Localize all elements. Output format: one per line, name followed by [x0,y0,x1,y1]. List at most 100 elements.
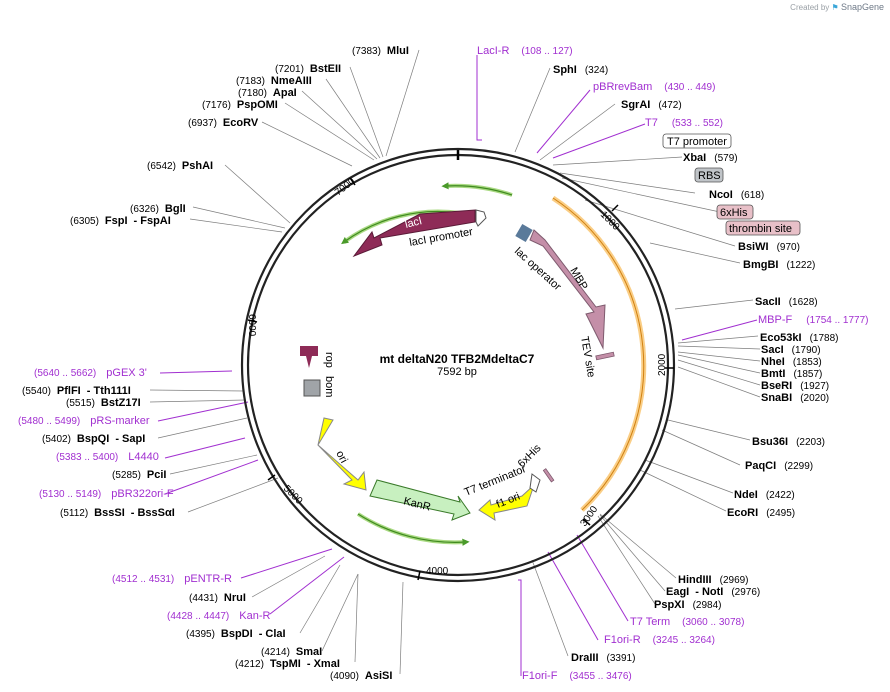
site-pos: (2984) [693,600,722,611]
site-name: BspDI [221,628,253,640]
site-name-2: - Tth111I [87,385,131,397]
site-name: ApaI [273,87,297,99]
primer-range: (5480 .. 5499) [18,416,80,427]
primer-pgex3: (5640 .. 5662)pGEX 3' [34,367,147,379]
thrombin-box [725,220,801,236]
site-bspdi: (4395)BspDI- ClaI [186,628,286,640]
primer-range: (4428 .. 4447) [167,611,229,622]
site-pos: (1628) [789,297,818,308]
primer-name: pBRrevBam [593,81,652,93]
site-pspomi: (7176)PspOMI [202,99,278,111]
site-name: BmtI [761,368,785,380]
primer-f1ori-f: F1ori-F(3455 .. 3476) [522,670,632,682]
site-name: PaqCI [745,460,776,472]
site-pos: (324) [585,65,608,76]
lacI-promoter-arrow [475,209,487,227]
primer-range: (108 .. 127) [521,46,572,57]
site-pos: (579) [714,153,737,164]
site-nhei: NheI (1853) [761,356,822,368]
snapgene-logo-icon: ⚑ [831,3,839,12]
site-pos: (2969) [720,575,749,586]
site-name: NruI [224,592,246,604]
branding-prefix: Created by [790,3,830,12]
site-ecorv: (6937)EcoRV [188,117,259,129]
his-box [542,468,555,483]
primer-f1ori-r: F1ori-R(3245 .. 3264) [604,634,715,646]
site-ndei: NdeI(2422) [734,489,795,501]
site-name-2: - FspAI [134,215,171,227]
primer-name: MBP-F [758,314,793,326]
site-pos: (6542) [147,161,176,172]
primer-range: (430 .. 449) [664,82,715,93]
site-pos: (7176) [202,100,231,111]
snapgene-branding: Created by ⚑ SnapGene [790,2,884,12]
site-xbai: XbaI(579) [683,152,738,164]
TEV-box [595,351,615,361]
site-pos: (4214) [261,647,290,658]
rbs-text: RBS [698,170,721,182]
site-pos: (6305) [70,216,99,227]
site-bseri: BseRI(1927) [761,380,829,392]
primer-name: T7 Term [630,616,670,628]
primer-pentr-r: (4512 .. 4531)pENTR-R [112,573,232,585]
site-name-2: - SapI [115,433,145,445]
primer-pbr322ori-f: (5130 .. 5149)pBR322ori-F [39,488,174,500]
site-pos: (4212) [235,659,264,670]
lac-operator-label: lac operator [512,245,563,293]
site-pspxi: PspXI(2984) [654,599,721,611]
site-pcii: (5285)PciI [112,469,166,481]
tick-2000: 2000 [657,353,668,376]
MBP-arrow [529,229,606,350]
site-pos: (5402) [42,434,71,445]
site-mlui: (7383)MluI [352,45,409,57]
site-name-2: - ClaI [259,628,286,640]
site-sgrai: SgrAI(472) [621,99,682,111]
site-ecori: EcoRI(2495) [727,507,795,519]
leader-lines [149,49,761,675]
site-name: BseRI [761,380,792,392]
site-pos: (7201) [275,64,304,75]
backbone [240,147,676,583]
primer-laci-r: LacI-R(108 .. 127) [477,45,573,57]
site-name: NmeAIII [271,75,312,87]
f1ori-arrow [478,483,536,521]
t7-promoter-text: T7 promoter [667,136,727,148]
site-name: NheI [761,356,785,368]
primer-range: (533 .. 552) [672,118,723,129]
site-name: PflFI [57,385,81,397]
site-bmti: BmtI(1857) [761,368,822,380]
site-bgli: (6326)BglI [130,203,186,215]
site-pos: (7383) [352,46,381,57]
site-pos: (2020) [800,393,829,404]
primer-l4440: (5383 .. 5400)L4440 [56,451,159,463]
site-nmeaiii: (7183)NmeAIII [236,75,312,87]
site-name: Eco53kI [760,332,802,344]
primer-name: pENTR-R [184,573,232,585]
site-name: NdeI [734,489,758,501]
site-pos: (3391) [607,653,636,664]
site-hindiii: HindIII(2969) [678,574,749,586]
site-pos: (618) [741,190,764,201]
primer-lines [157,55,758,676]
his-tag-box [716,204,754,220]
primer-t7: T7(533 .. 552) [645,117,723,129]
plasmid-name: mt deltaN20 TFB2MdeltaC7 [380,352,535,366]
site-name: SacI [761,344,784,356]
site-tspmi: (4212)TspMI- XmaI [235,658,340,670]
site-name: EcoRV [223,117,259,129]
branding-name: SnapGene [840,2,884,12]
site-name: SmaI [296,646,322,658]
site-pshai: (6542)PshAI [147,160,213,172]
site-bsssi: (5112)BssSI- BssSαI [60,507,175,519]
site-bstz17i: (5515)BstZ17I [66,397,141,409]
primer-name: F1ori-R [604,634,641,646]
site-apai: (7180)ApaI [238,87,297,99]
site-pos: (1853) [793,357,822,368]
site-name: BglI [165,203,186,215]
site-name: PciI [147,469,167,481]
site-bmgbi: BmgBI(1222) [743,259,815,271]
primer-range: (5640 .. 5662) [34,368,96,379]
ori-arrow [317,417,367,491]
site-pos: (2299) [784,461,813,472]
